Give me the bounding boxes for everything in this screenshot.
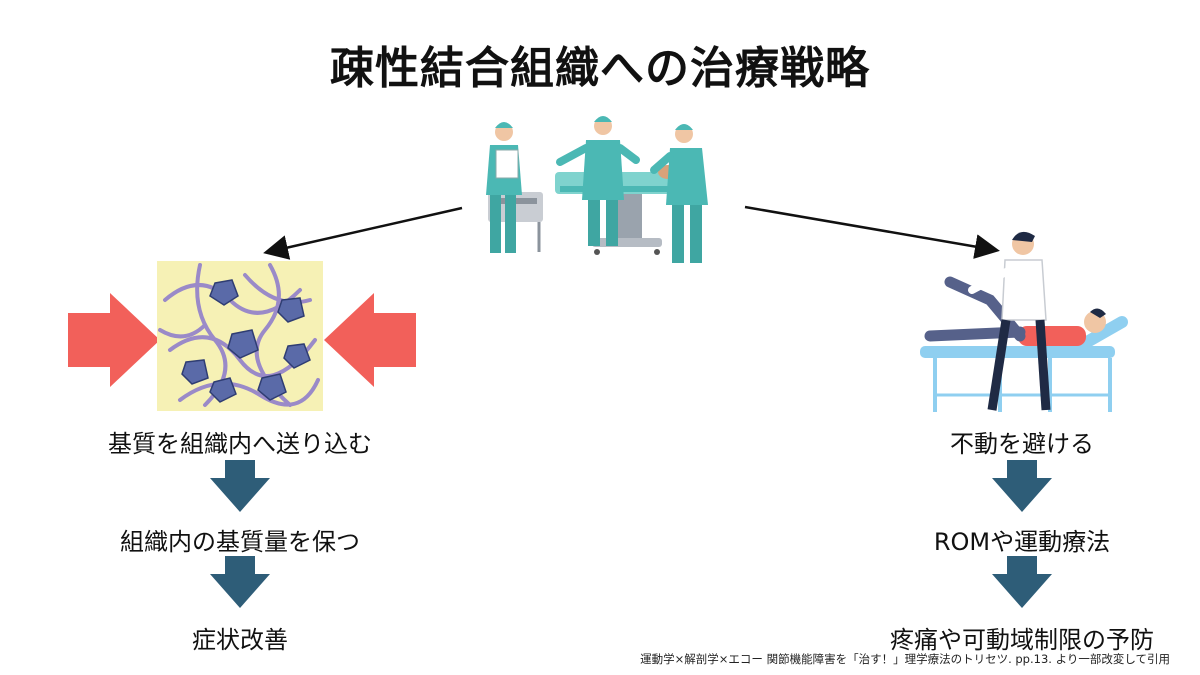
- right-step-2: ROMや運動療法: [933, 528, 1111, 556]
- left-step-1: 基質を組織内へ送り込む: [108, 430, 372, 458]
- down-arrow-icon: [992, 556, 1052, 608]
- down-arrow-icon: [992, 460, 1052, 512]
- left-step-3: 症状改善: [192, 626, 288, 654]
- loose-connective-tissue-illustration: [157, 261, 323, 411]
- compress-arrow-left-icon: [68, 293, 160, 387]
- down-arrow-icon: [210, 460, 270, 512]
- citation-text: 運動学×解剖学×エコー 関節機能障害を「治す！」理学療法のトリセツ. pp.13…: [640, 652, 1170, 666]
- page-title: 疎性結合組織への治療戦略: [330, 43, 870, 94]
- surgery-team-illustration: [486, 116, 708, 263]
- right-step-3: 疼痛や可動域制限の予防: [890, 626, 1154, 654]
- connector-arrow-left: [263, 206, 463, 260]
- connector-arrow-right: [744, 205, 1000, 259]
- compress-arrow-right-icon: [324, 293, 416, 387]
- down-arrow-icon: [210, 556, 270, 608]
- left-step-2: 組織内の基質量を保つ: [120, 528, 360, 556]
- right-step-1: 不動を避ける: [950, 430, 1094, 458]
- physiotherapy-leg-raise-illustration: [920, 231, 1128, 412]
